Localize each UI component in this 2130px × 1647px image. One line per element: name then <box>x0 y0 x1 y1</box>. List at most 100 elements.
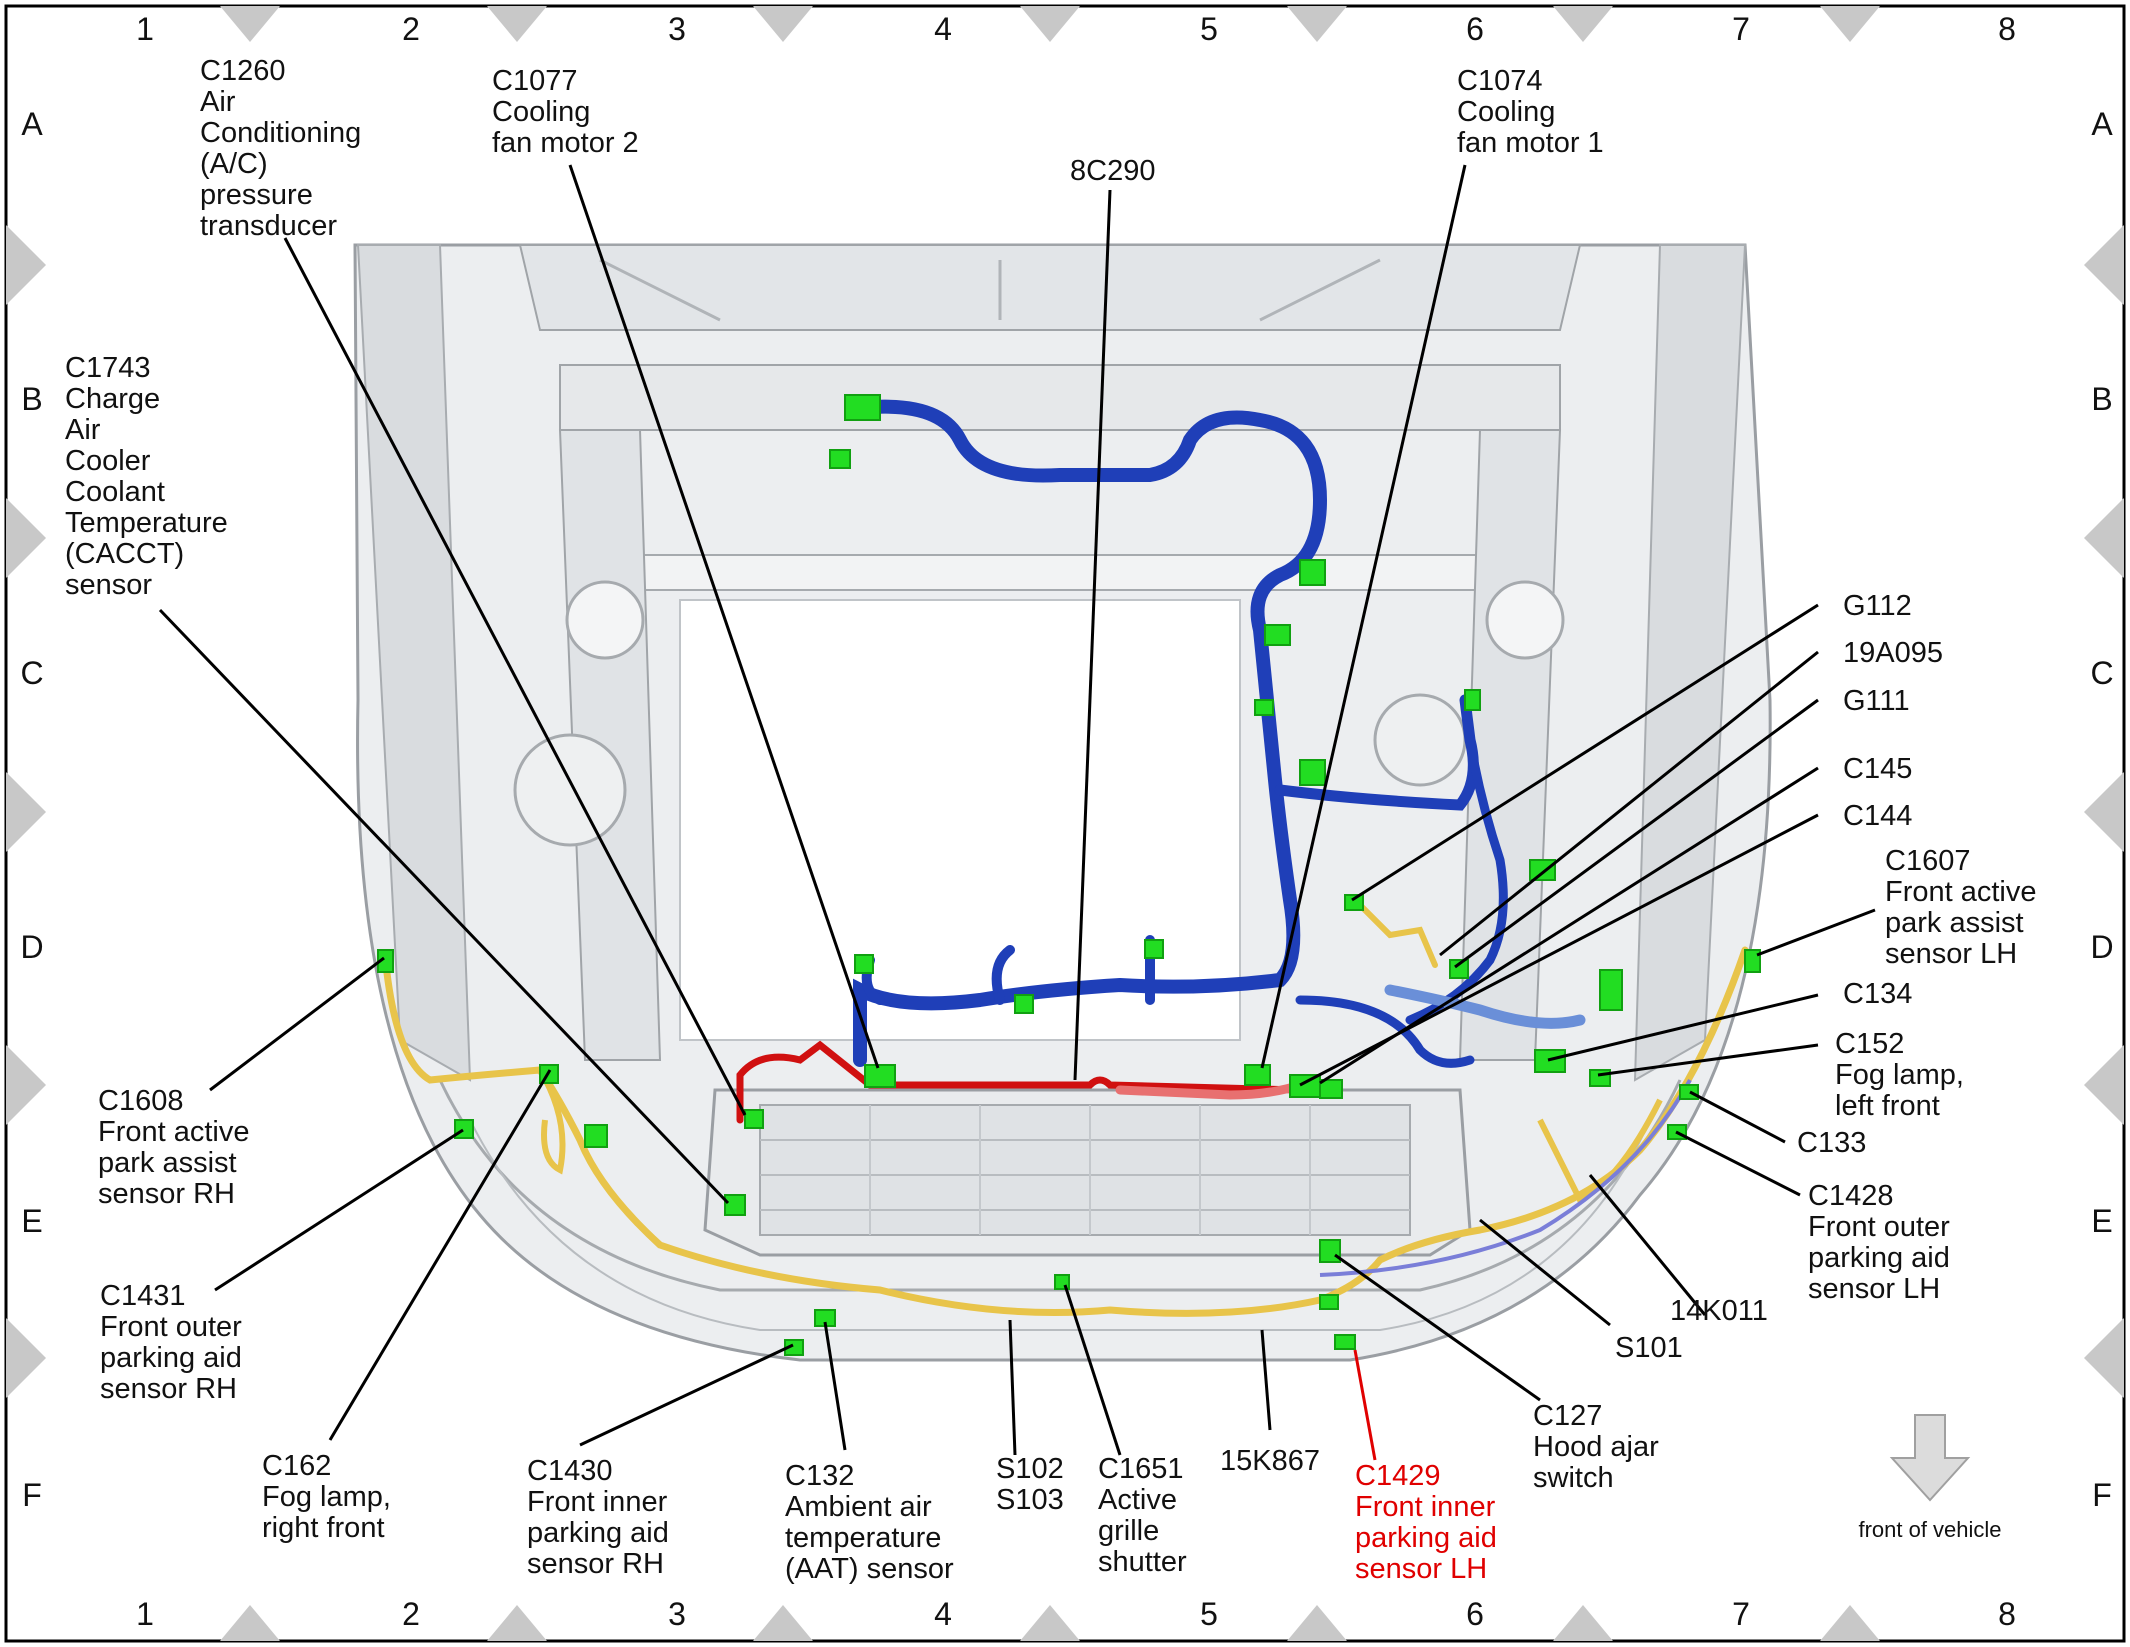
grid-row-b-right: B <box>2091 381 2112 417</box>
callout-description: Front inner <box>527 1486 668 1518</box>
callout-description: grille <box>1098 1515 1159 1547</box>
callout-code: 19A095 <box>1843 637 1943 669</box>
callout-code: C1429 <box>1355 1460 1440 1492</box>
callout-code: G111 <box>1843 685 1910 717</box>
callout-c1743: C1743ChargeAirCoolerCoolantTemperature(C… <box>65 352 228 601</box>
callout-code: C1431 <box>100 1280 185 1312</box>
callout-description: Front outer <box>1808 1211 1950 1243</box>
leader-c1430 <box>579 1343 794 1447</box>
callout-description: switch <box>1533 1462 1614 1494</box>
leader-c127 <box>1334 1253 1541 1402</box>
grid-row-c-left: C <box>20 655 43 691</box>
leader-g112 <box>1351 603 1819 902</box>
callout-description: pressure <box>200 179 313 211</box>
blue-harness <box>853 399 1328 1067</box>
grid-row-a-right: A <box>2091 106 2113 142</box>
callout-c134: C134 <box>1843 978 1912 1010</box>
callout-code: C1428 <box>1808 1180 1893 1212</box>
grid-row-e-right: E <box>2091 1203 2112 1239</box>
callout-description: left front <box>1835 1090 1940 1122</box>
callout-description: Cooler <box>65 445 151 477</box>
callout-code: 8C290 <box>1070 155 1155 187</box>
callout-description: shutter <box>1098 1546 1187 1578</box>
callout-code: 14K011 <box>1670 1295 1768 1327</box>
callout-code: C1743 <box>65 352 150 384</box>
leader-lines <box>158 164 1876 1461</box>
callout-code: C127 <box>1533 1400 1602 1432</box>
leader-c1260 <box>283 237 747 1116</box>
leader-8c290 <box>1073 189 1112 1081</box>
callout-description: parking aid <box>1808 1242 1950 1274</box>
callout-description: parking aid <box>527 1517 669 1549</box>
callout-code: C152 <box>1835 1028 1904 1060</box>
leader-c1428 <box>1675 1130 1801 1197</box>
callout-description: Air <box>65 414 101 446</box>
grid-col-1-bottom: 1 <box>136 1596 154 1632</box>
callout-description: Front active <box>98 1116 250 1148</box>
grid-col-6-bottom: 6 <box>1466 1596 1484 1632</box>
leader-c152 <box>1597 1043 1819 1077</box>
grid-row-a-left: A <box>21 106 43 142</box>
callout-labels: C1260AirConditioning(A/C)pressuretransdu… <box>65 55 2037 1585</box>
callout-code: C133 <box>1797 1127 1866 1159</box>
leader-19a095 <box>1439 650 1819 957</box>
callout-description: (AAT) sensor <box>785 1553 954 1585</box>
callout-description: Front outer <box>100 1311 242 1343</box>
grid-col-7-top: 7 <box>1732 11 1750 47</box>
callout-19a095: 19A095 <box>1843 637 1943 669</box>
vehicle-illustration <box>353 243 1772 1362</box>
leader-c1651 <box>1063 1284 1122 1456</box>
callout-code: G112 <box>1843 590 1912 622</box>
leader-c1074 <box>1260 164 1467 1069</box>
callout-description: parking aid <box>1355 1522 1497 1554</box>
grid-row-b-left: B <box>21 381 42 417</box>
leader-c132 <box>823 1321 847 1451</box>
leader-c1431 <box>214 1128 464 1292</box>
callout-description: (CACCT) <box>65 538 184 570</box>
red-harness <box>736 1040 1304 1124</box>
callout-description: right front <box>262 1512 385 1544</box>
callout-description: Ambient air <box>785 1491 932 1523</box>
grid-col-4-bottom: 4 <box>934 1596 952 1632</box>
grid-row-f-right: F <box>2092 1477 2112 1513</box>
grid-col-8-top: 8 <box>1998 11 2016 47</box>
leader-c134 <box>1547 993 1819 1062</box>
leader-c1608 <box>209 956 385 1092</box>
leader-c1743 <box>158 608 730 1205</box>
callout-description: transducer <box>200 210 337 242</box>
callout-code: C1260 <box>200 55 285 87</box>
callout-15k867: 15K867 <box>1220 1445 1320 1477</box>
callout-8c290: 8C290 <box>1070 155 1155 187</box>
grid-col-5-top: 5 <box>1200 11 1218 47</box>
callout-description: sensor LH <box>1355 1553 1487 1585</box>
grid-row-f-left: F <box>22 1477 42 1513</box>
callout-code: C134 <box>1843 978 1912 1010</box>
callout-description: Conditioning <box>200 117 361 149</box>
grid-col-7-bottom: 7 <box>1732 1596 1750 1632</box>
callout-description: parking aid <box>100 1342 242 1374</box>
callout-code: S101 <box>1615 1332 1683 1364</box>
grid-col-5-bottom: 5 <box>1200 1596 1218 1632</box>
callout-code: C144 <box>1843 800 1912 832</box>
leader-c1077 <box>568 164 880 1069</box>
callout-description: Cooling <box>1457 96 1555 128</box>
callout-description: sensor LH <box>1808 1273 1940 1305</box>
callout-code: C162 <box>262 1450 331 1482</box>
grid-row-c-right: C <box>2090 655 2113 691</box>
callout-description: Coolant <box>65 476 165 508</box>
callout-code: C1608 <box>98 1085 183 1117</box>
callout-c133: C133 <box>1797 1127 1866 1159</box>
callout-description: sensor LH <box>1885 938 2017 970</box>
leader-c1429 <box>1353 1349 1377 1461</box>
leader-c1607 <box>1756 908 1876 957</box>
callout-14k011: 14K011 <box>1670 1295 1768 1327</box>
grid-col-3-bottom: 3 <box>668 1596 686 1632</box>
callout-c144: C144 <box>1843 800 1912 832</box>
